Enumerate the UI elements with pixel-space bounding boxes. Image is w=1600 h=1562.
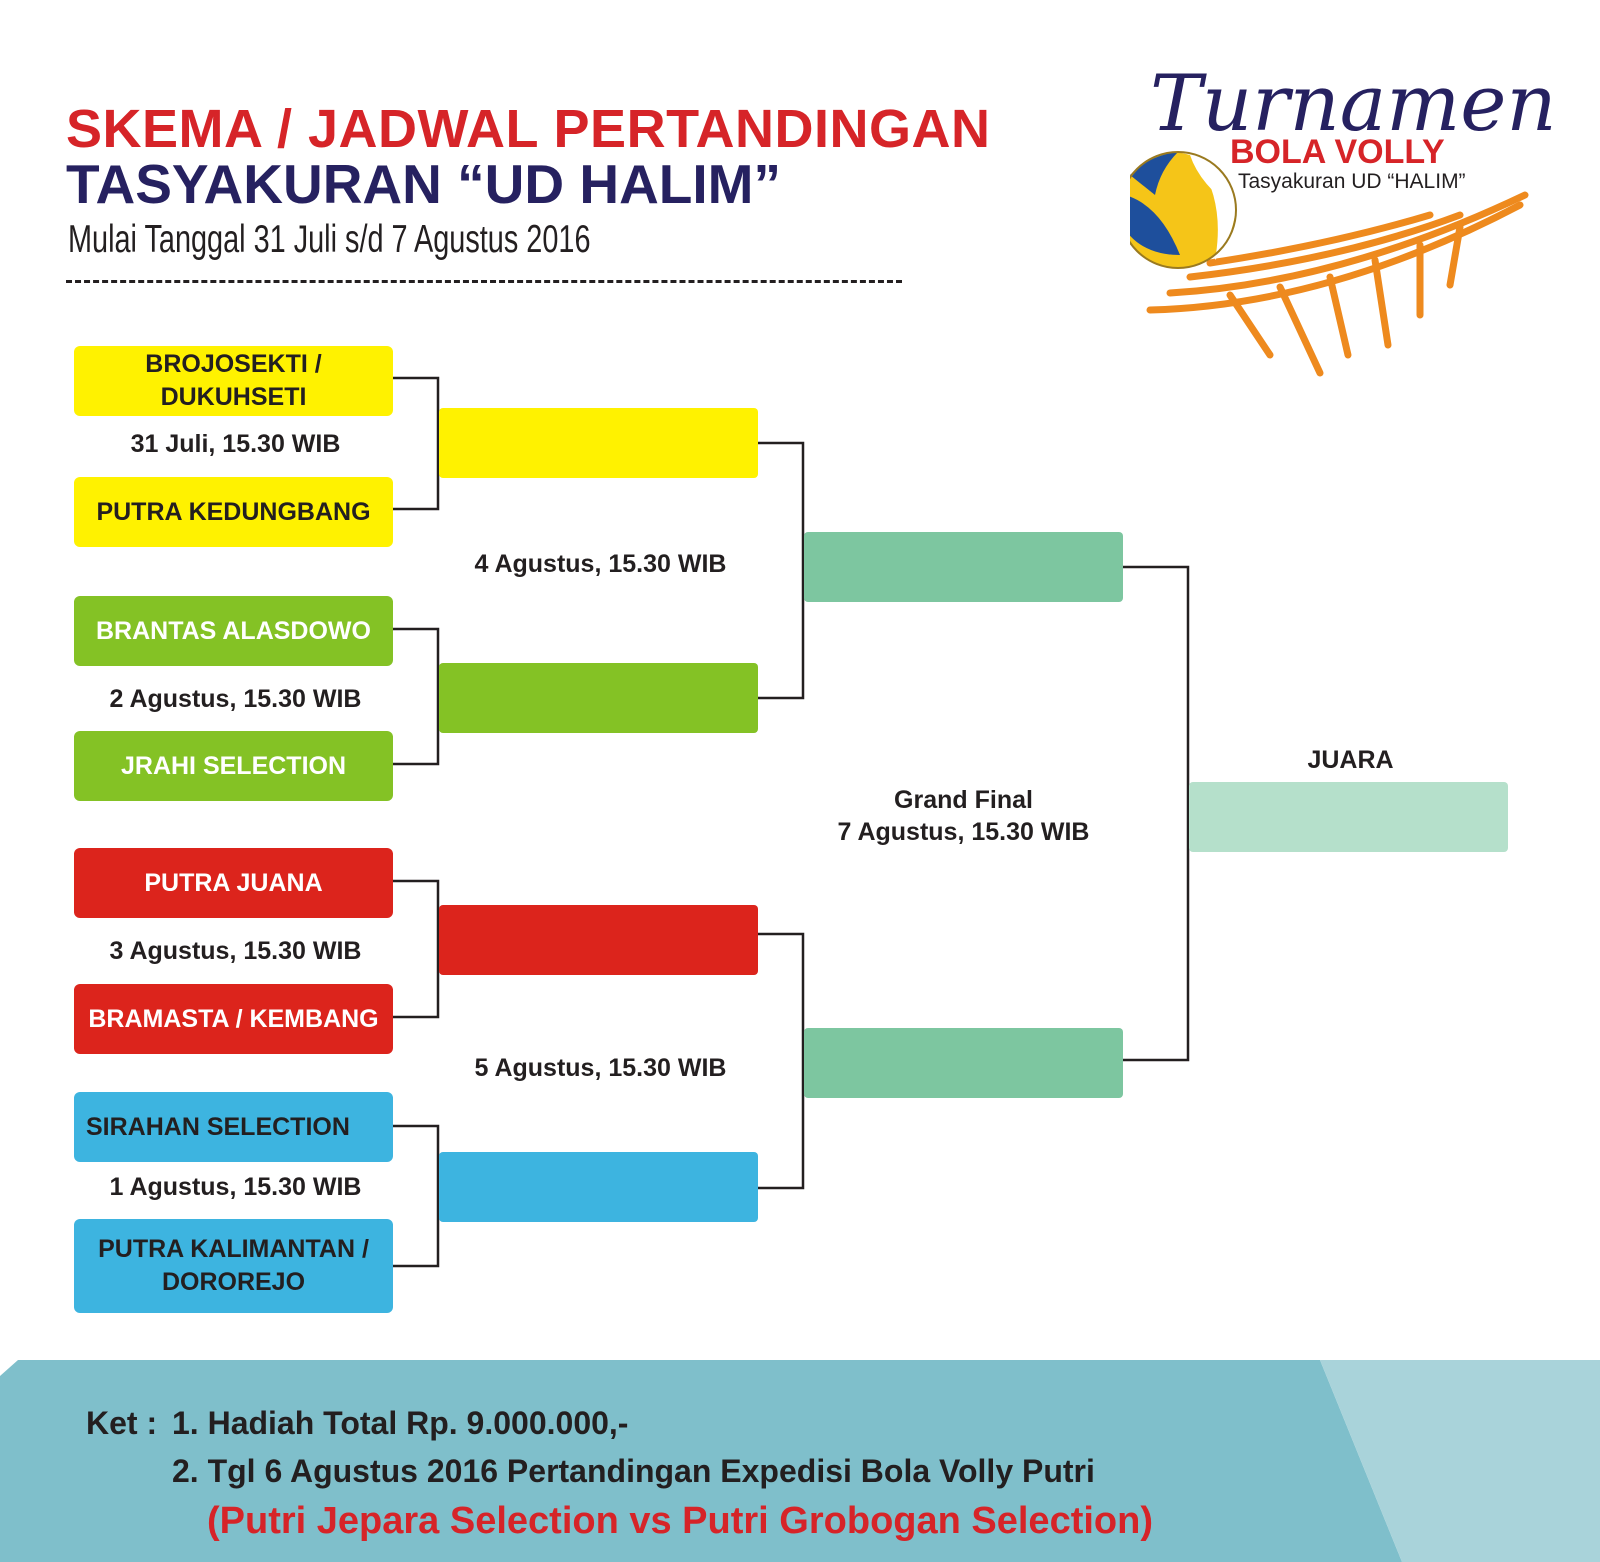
grand-final-label: Grand Final bbox=[894, 786, 1033, 814]
grand-final-schedule: 7 Agustus, 15.30 WIB bbox=[837, 818, 1090, 846]
team-name: PUTRA KEDUNGBANG bbox=[96, 497, 371, 526]
team-card-bramasta-kembang: BRAMASTA / KEMBANG bbox=[74, 984, 393, 1054]
team-name: BROJOSEKTI / DUKUHSETI bbox=[145, 350, 322, 411]
logo-script-text: Turnamen bbox=[1150, 59, 1557, 149]
event-title: TASYAKURAN “UD HALIM” bbox=[66, 153, 781, 215]
team-card-jrahi-selection: JRAHI SELECTION bbox=[74, 731, 393, 801]
semifinal-schedule-top: 4 Agustus, 15.30 WIB bbox=[474, 550, 727, 578]
winner-slot-match1 bbox=[439, 408, 758, 478]
tournament-logo: Turnamen BOLA VOLLY Tasyakuran UD “HALIM… bbox=[1130, 59, 1557, 377]
team-name-line2: DOROREJO bbox=[161, 1268, 306, 1296]
team-card-brojosekti: BROJOSEKTI / DUKUHSETI bbox=[74, 346, 393, 416]
note-women-match-teams: (Putri Jepara Selection vs Putri Groboga… bbox=[207, 1500, 1153, 1542]
match-schedule: 31 Juli, 15.30 WIB bbox=[130, 430, 341, 458]
champion-slot bbox=[1189, 782, 1508, 852]
match-schedule: 3 Agustus, 15.30 WIB bbox=[109, 937, 362, 965]
semifinal-schedule-bottom: 5 Agustus, 15.30 WIB bbox=[474, 1054, 727, 1082]
champion-label: JUARA bbox=[1307, 746, 1394, 774]
team-name: BRAMASTA / KEMBANG bbox=[88, 1004, 379, 1033]
winner-slot-match3 bbox=[439, 905, 758, 975]
match-schedule: 1 Agustus, 15.30 WIB bbox=[109, 1173, 362, 1201]
finalist-slot-top bbox=[804, 532, 1123, 602]
notes-prefix: Ket : bbox=[86, 1405, 158, 1441]
footer-band bbox=[0, 1360, 1600, 1562]
winner-slot-match2 bbox=[439, 663, 758, 733]
volleyball-icon bbox=[1130, 151, 1237, 269]
team-card-sirahan-selection: SIRAHAN SELECTION bbox=[74, 1092, 393, 1162]
finalist-slot-bottom bbox=[804, 1028, 1123, 1098]
page-title: SKEMA / JADWAL PERTANDINGAN bbox=[66, 99, 991, 159]
team-card-putra-juana: PUTRA JUANA bbox=[74, 848, 393, 918]
team-card-brantas-alasdowo: BRANTAS ALASDOWO bbox=[74, 596, 393, 666]
team-name-line1: PUTRA KALIMANTAN / bbox=[98, 1235, 369, 1263]
team-name: BRANTAS ALASDOWO bbox=[96, 616, 371, 645]
team-card-putra-kedungbang: PUTRA KEDUNGBANG bbox=[74, 477, 393, 547]
team-name: JRAHI SELECTION bbox=[120, 751, 347, 780]
date-range-subtitle: Mulai Tanggal 31 Juli s/d 7 Agustus 2016 bbox=[68, 218, 591, 261]
winner-slot-match4 bbox=[439, 1152, 758, 1222]
bracket-lines bbox=[393, 376, 1190, 1268]
note-women-match: 2. Tgl 6 Agustus 2016 Pertandingan Exped… bbox=[172, 1453, 1095, 1489]
match-schedule: 2 Agustus, 15.30 WIB bbox=[109, 685, 362, 713]
team-card-putra-kalimantan: PUTRA KALIMANTAN / DOROREJO bbox=[74, 1219, 393, 1313]
logo-main-text: BOLA VOLLY bbox=[1230, 133, 1445, 171]
team-name: PUTRA JUANA bbox=[144, 868, 323, 897]
volleyball-net-graphic bbox=[1146, 191, 1529, 377]
dashed-divider bbox=[66, 280, 902, 283]
note-prize: 1. Hadiah Total Rp. 9.000.000,- bbox=[172, 1405, 629, 1441]
logo-sub-text: Tasyakuran UD “HALIM” bbox=[1238, 170, 1466, 193]
team-name: SIRAHAN SELECTION bbox=[86, 1112, 350, 1141]
